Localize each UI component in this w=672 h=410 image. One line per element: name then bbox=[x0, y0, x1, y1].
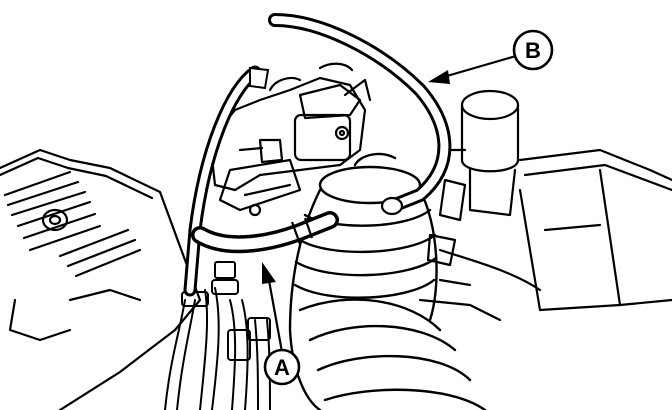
strut-tower bbox=[418, 148, 672, 322]
callout-a: A bbox=[262, 262, 301, 386]
valve-cover bbox=[0, 148, 202, 410]
upper-vacuum-hose bbox=[268, 13, 452, 216]
fluid-reservoir bbox=[438, 89, 520, 222]
throttle-body-assembly bbox=[208, 62, 372, 217]
callout-b-label: B bbox=[525, 38, 541, 63]
callout-a-label: A bbox=[274, 355, 290, 380]
callout-b: B bbox=[428, 29, 554, 84]
lower-vacuum-hose bbox=[191, 211, 339, 254]
bypass-hose bbox=[183, 65, 270, 297]
spark-plug-wires bbox=[164, 261, 271, 410]
